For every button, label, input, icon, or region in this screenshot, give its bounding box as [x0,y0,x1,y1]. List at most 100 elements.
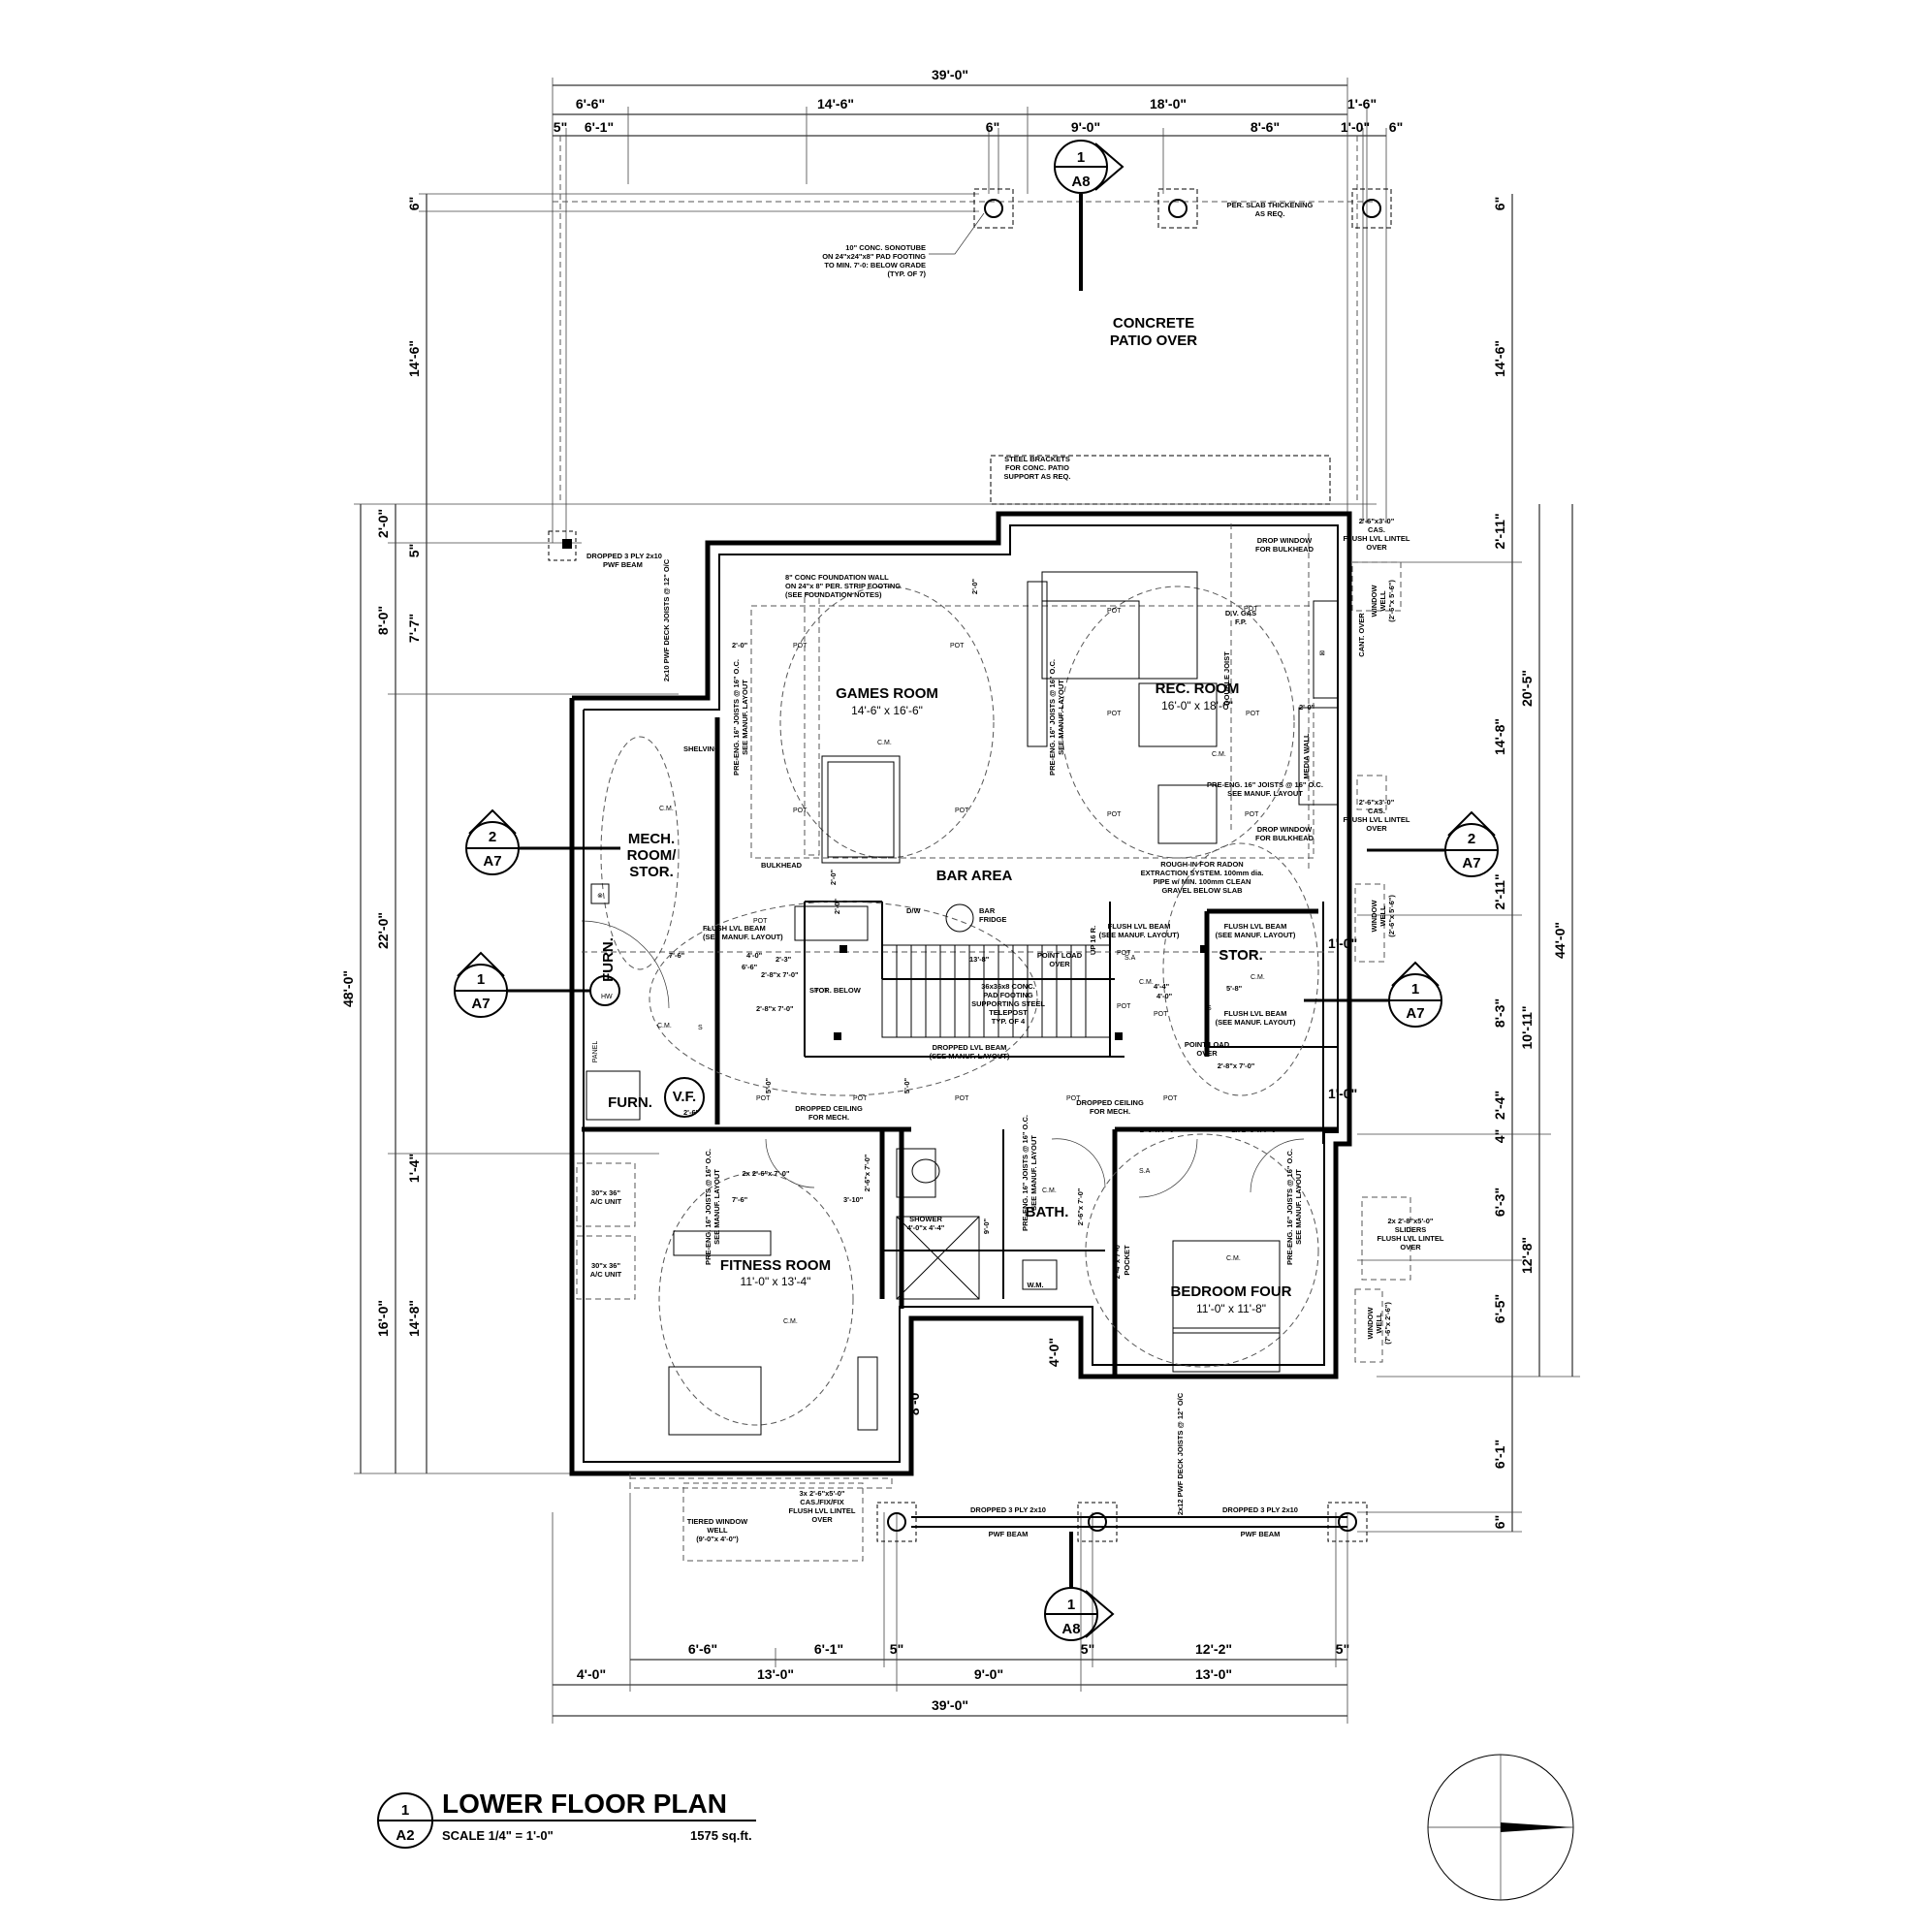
dim-right: 20'-5" [1519,670,1535,707]
section-marker-bottom: 1 A8 [1044,1532,1115,1641]
room-games: GAMES ROOM [836,685,938,702]
svg-text:A8: A8 [1071,174,1090,190]
dim-bottom: 9'-0" [974,1666,1003,1682]
svg-text:PRE-ENG. 16" JOISTS @ 16" O.C.: PRE-ENG. 16" JOISTS @ 16" O.C. [704,1149,713,1265]
svg-text:WELL: WELL [1375,1313,1383,1334]
top-dimensions: 39'-0" 6'-6" 14'-6" 18'-0" 1'-6" 5" 6'-1… [552,67,1403,543]
right-dimensions: 6" 14'-6" 2'-11" 14'-8" 2'-11" 8'-3" 2'-… [1357,194,1580,1533]
svg-text:2'-6": 2'-6" [683,1108,700,1117]
room-patio: PATIO OVER [1110,333,1197,349]
svg-text:2'-0": 2'-0" [732,641,748,649]
slab-note: PER. SLAB THICKENING AS REQ. [1227,201,1314,218]
svg-text:2: 2 [489,829,496,845]
dim-bottom-overall: 39'-0" [932,1697,968,1713]
svg-text:POT: POT [1154,1011,1168,1018]
svg-text:30"x 36": 30"x 36" [591,1261,620,1270]
svg-text:13'-8": 13'-8" [969,955,990,964]
svg-text:POT: POT [793,643,808,649]
dim-left: 1'-4" [406,1154,422,1183]
section-marker-left-1: 1 A7 [454,951,591,1018]
dim-top: 5" [554,119,567,135]
svg-text:(SEE MANUF. LAYOUT): (SEE MANUF. LAYOUT) [1099,931,1180,939]
svg-text:POT: POT [1107,711,1122,717]
svg-text:FOR MECH.: FOR MECH. [1090,1107,1130,1116]
svg-text:5'-8": 5'-8" [1226,984,1243,993]
svg-text:(2'-6"x 5'-6"): (2'-6"x 5'-6") [1387,580,1396,622]
svg-text:2'-8"x 7'-0": 2'-8"x 7'-0" [756,1004,794,1013]
svg-text:OVER: OVER [1366,543,1387,552]
svg-text:SUPPORTING STEEL: SUPPORTING STEEL [971,999,1045,1008]
dim-left: 14'-6" [406,340,422,377]
svg-text:2'-0": 2'-0" [829,869,838,885]
left-dimensions: 6" 14'-6" 5" 7'-7" 1'-4" 14'-8" 2'-0" 8'… [340,193,1377,1474]
bottom-deck: DROPPED 3 PLY 2x10 PWF BEAM DROPPED 3 PL… [876,1392,1368,1542]
svg-text:DROPPED 3 PLY 2x10: DROPPED 3 PLY 2x10 [970,1505,1046,1514]
dim-left: 8'-0" [375,606,391,635]
svg-text:FLUSH LVL LINTEL: FLUSH LVL LINTEL [1378,1234,1444,1243]
svg-text:FOR MECH.: FOR MECH. [808,1113,849,1122]
svg-text:7'-6": 7'-6" [669,951,685,960]
dim-right-overall: 44'-0" [1552,922,1568,959]
section-marker-right-1: 1 A7 [1304,961,1442,1028]
svg-text:FLUSH LVL BEAM: FLUSH LVL BEAM [703,924,766,933]
svg-text:POCKET: POCKET [1123,1245,1131,1276]
svg-text:C.M.: C.M. [1226,1255,1241,1262]
svg-text:PWF BEAM: PWF BEAM [1241,1530,1281,1538]
room-bar: BAR AREA [936,868,1013,884]
svg-text:SHOWER: SHOWER [909,1215,942,1223]
svg-text:PAD FOOTING: PAD FOOTING [983,991,1033,999]
svg-text:PER. SLAB THICKENING: PER. SLAB THICKENING [1227,201,1314,209]
svg-text:2'-6"x 7'-0": 2'-6"x 7'-0" [1140,1125,1178,1134]
svg-text:DROPPED LVL BEAM: DROPPED LVL BEAM [933,1043,1007,1052]
sonotube-note: 10" CONC. SONOTUBE ON 24"x24"x8" PAD FOO… [822,243,926,278]
svg-text:2'-4"x 7'-0": 2'-4"x 7'-0" [1113,1241,1122,1279]
svg-text:C.M.: C.M. [1042,1188,1057,1194]
svg-text:DROP WINDOW: DROP WINDOW [1257,825,1313,834]
svg-text:OVER: OVER [811,1515,833,1524]
svg-text:PWF BEAM: PWF BEAM [989,1530,1029,1538]
title-sheet: A2 [396,1827,414,1844]
svg-text:2'-6"x 7'-0": 2'-6"x 7'-0" [1076,1188,1085,1225]
svg-text:CAS.: CAS. [1368,525,1385,534]
svg-text:30"x 36": 30"x 36" [591,1188,620,1197]
dim-top: 18'-0" [1150,96,1187,111]
furnace-label: FURN. [608,1094,652,1111]
room-bedroom-four-size: 11'-0" x 11'-8" [1196,1302,1266,1315]
svg-text:FOR BULKHEAD: FOR BULKHEAD [1255,545,1314,554]
dim-bottom: 13'-0" [1195,1666,1232,1682]
svg-text:MEDIA WALL: MEDIA WALL [1302,733,1311,779]
svg-text:S: S [1207,1005,1212,1012]
dim-top: 1'-0" [1341,119,1370,135]
svg-text:(7'-6"x 2'-6"): (7'-6"x 2'-6") [1383,1302,1392,1345]
dim-bottom: 12'-2" [1195,1641,1232,1657]
svg-text:1'-0": 1'-0" [1328,935,1357,951]
dim-top: 14'-6" [817,96,854,111]
svg-text:3x 2'-6"x5'-0": 3x 2'-6"x5'-0" [800,1489,845,1498]
svg-text:FOR BULKHEAD: FOR BULKHEAD [1255,834,1314,842]
svg-text:W.M.: W.M. [1027,1281,1043,1289]
svg-text:AS REQ.: AS REQ. [1255,209,1285,218]
title-number: 1 [401,1802,409,1819]
room-rec-size: 16'-0" x 18'-6" [1161,699,1233,713]
svg-text:PRE-ENG. 16" JOISTS @ 16" O.C.: PRE-ENG. 16" JOISTS @ 16" O.C. [732,659,741,776]
svg-text:POT: POT [1107,608,1122,615]
dim-top: 6'-6" [576,96,605,111]
panel-label: PANEL [592,1041,599,1063]
svg-text:POINT LOAD: POINT LOAD [1185,1040,1230,1049]
svg-text:CAS./FIX/FIX: CAS./FIX/FIX [800,1498,843,1506]
bottom-dimensions: 6'-6" 6'-1" 5" 5" 12'-2" 5" 4'-0" 13'-0"… [552,1493,1349,1724]
room-rec: REC. ROOM [1156,681,1240,697]
svg-text:POT: POT [950,643,965,649]
dim-bottom: 6'-1" [814,1641,843,1657]
svg-text:2'-0": 2'-0" [970,578,979,594]
svg-text:1: 1 [1077,149,1085,166]
svg-text:BULKHEAD: BULKHEAD [761,861,803,870]
room-mech: MECH. [628,831,675,847]
svg-text:PWF BEAM: PWF BEAM [603,560,643,569]
svg-text:A/C UNIT: A/C UNIT [590,1197,622,1206]
dim-top: 1'-6" [1347,96,1377,111]
svg-text:POT: POT [814,988,829,995]
dim-right: 6'-5" [1492,1294,1507,1323]
svg-text:ON 24"x 8" PER. STRIP FOOTING: ON 24"x 8" PER. STRIP FOOTING [785,582,901,590]
svg-text:WINDOW: WINDOW [1366,1307,1375,1340]
